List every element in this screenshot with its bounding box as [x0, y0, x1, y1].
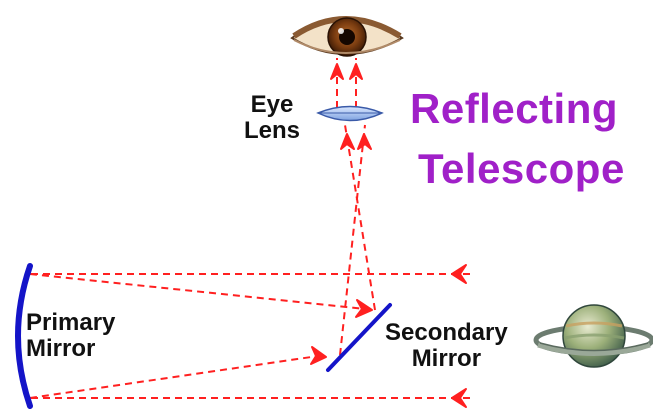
reflected-ray-bottom — [29, 354, 326, 399]
eye-lens-label: Eye Lens — [244, 91, 301, 145]
primary-mirror — [15, 263, 33, 409]
primary-mirror-label-line-2: Mirror — [26, 335, 96, 363]
secondary-mirror-label: Secondary Mirror — [385, 319, 508, 373]
eye-lens-label-line-2: Lens — [244, 117, 301, 145]
eye-lens — [316, 105, 384, 122]
arrow-secondary-top — [355, 299, 373, 318]
ray-to-lens-right — [344, 124, 376, 311]
light-rays — [29, 58, 470, 399]
eye-icon — [290, 16, 404, 57]
secondary-mirror-label-line-2: Mirror — [411, 345, 482, 373]
arrow-secondary-bottom — [310, 346, 327, 365]
primary-mirror-label-line-1: Primary — [26, 309, 116, 336]
arrow-eye-right — [349, 63, 363, 80]
ray-to-lens-left — [339, 124, 366, 356]
diagram-title-line-1: Reflecting — [410, 85, 619, 132]
secondary-mirror-label-line-1: Secondary — [385, 319, 508, 346]
arrow-lens-left — [340, 133, 355, 150]
arrow-top-incoming — [451, 264, 467, 284]
arrow-bottom-incoming — [451, 388, 467, 408]
secondary-mirror — [326, 303, 392, 372]
saturn-icon — [533, 304, 653, 368]
arrow-eye-left — [330, 63, 344, 80]
arrow-lens-right — [357, 133, 372, 150]
eye-lens-label-line-1: Eye — [250, 91, 294, 118]
primary-mirror-label: Primary Mirror — [26, 309, 116, 363]
diagram-title-line-2: Telescope — [418, 145, 625, 192]
reflected-ray-top — [29, 273, 376, 311]
ray-arrowheads — [310, 63, 467, 408]
